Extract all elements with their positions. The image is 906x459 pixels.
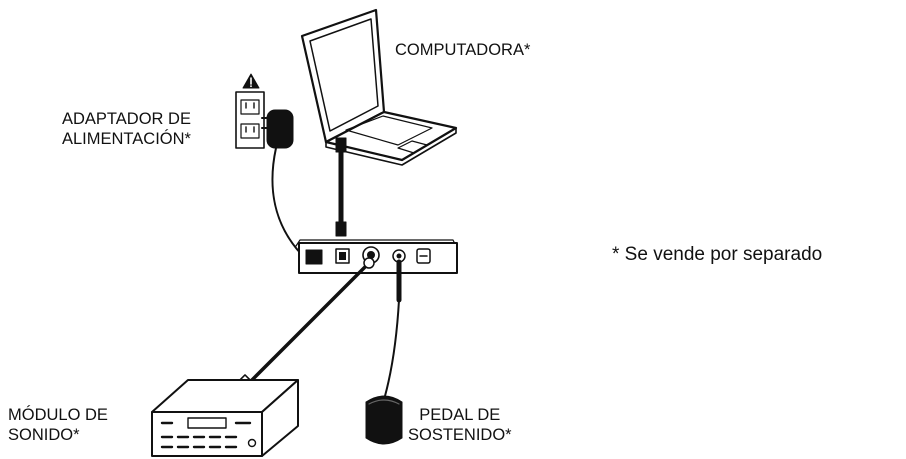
- usb-cable: [335, 137, 347, 237]
- wall-outlet-icon: [235, 91, 265, 149]
- sound-module-knob: [247, 438, 257, 448]
- laptop-computer: [300, 8, 458, 166]
- power-adapter-label: ADAPTADOR DE ALIMENTACIÓN*: [62, 110, 191, 148]
- controller-rear-panel: [295, 239, 458, 274]
- power-switch: [416, 248, 431, 264]
- power-adapter: [261, 109, 306, 259]
- power-port: [305, 249, 323, 265]
- sustain-pedal: [365, 395, 403, 445]
- midi-cable: [237, 257, 375, 390]
- laptop-touchpad: [397, 140, 428, 154]
- sound-module-display: [187, 417, 227, 429]
- sound-module-label: MÓDULO DE SONIDO*: [8, 406, 108, 444]
- sound-module: [151, 379, 299, 457]
- warning-triangle-icon: [242, 73, 260, 89]
- sustain-cable: [384, 259, 402, 397]
- laptop-base-edge: [325, 127, 457, 166]
- power-cable: [271, 147, 306, 259]
- computer-label: COMPUTADORA*: [395, 41, 531, 59]
- sold-separately-note: * Se vende por separado: [612, 244, 823, 265]
- usb-plug-bottom: [335, 221, 347, 237]
- sustain-pedal-label: PEDAL DE SOSTENIDO*: [408, 406, 512, 444]
- usb-port: [335, 248, 350, 264]
- laptop-screen: [309, 18, 379, 132]
- laptop-keyboard: [345, 115, 433, 146]
